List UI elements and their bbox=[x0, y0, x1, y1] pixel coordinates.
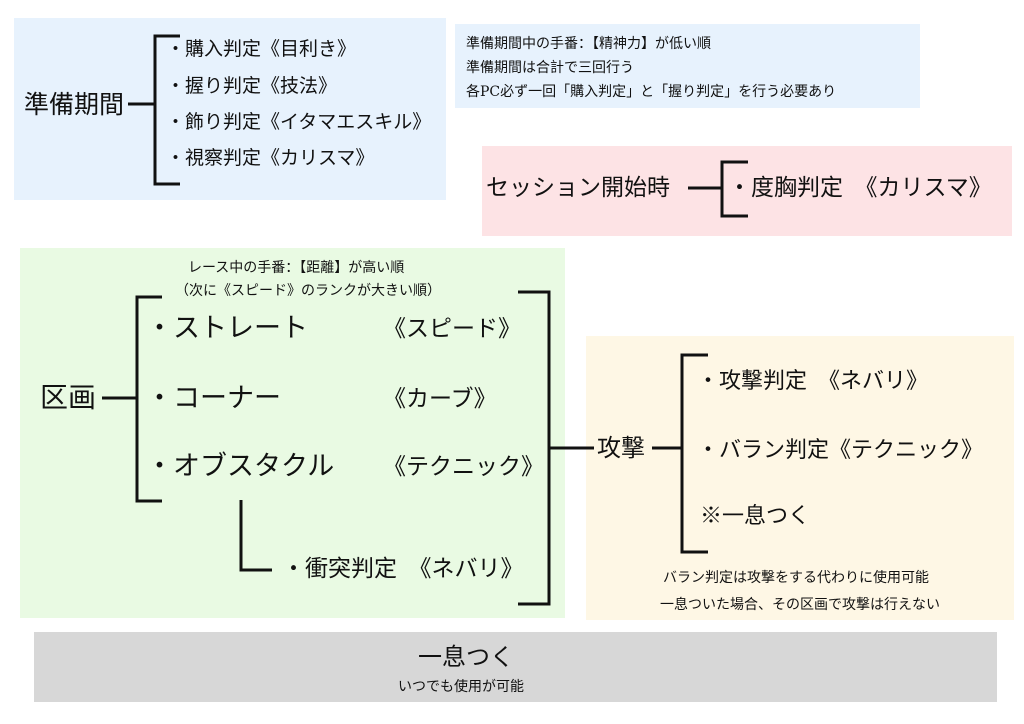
race-title: 区画 bbox=[40, 381, 97, 414]
rest-title: 一息つく bbox=[418, 643, 514, 671]
session-item-courage: ・度胸判定 《カリスマ》 bbox=[728, 175, 992, 201]
prep-note-panel bbox=[455, 24, 920, 108]
prep-item-grip: ・握り判定《技法》 bbox=[166, 75, 338, 97]
prep-note-line-2: 準備期間は合計で三回行う bbox=[466, 60, 634, 76]
race-item-corner: ・コーナー bbox=[146, 383, 281, 414]
attack-item-rest: ※一息つく bbox=[700, 504, 811, 529]
prep-panel bbox=[14, 18, 446, 200]
attack-note-1: バラン判定は攻撃をする代わりに使用可能 bbox=[663, 570, 929, 586]
rest-subtitle: いつでも使用が可能 bbox=[398, 679, 524, 695]
attack-note-2: 一息ついた場合、その区画で攻撃は行えない bbox=[660, 597, 940, 613]
prep-note-line-3: 各PC必ず一回「購入判定」と「握り判定」を行う必要あり bbox=[466, 84, 837, 100]
race-turn-note: レース中の手番：【距離】が高い順 bbox=[188, 260, 405, 276]
prep-item-purchase: ・購入判定《目利き》 bbox=[166, 38, 357, 60]
prep-note-line-1: 準備期間中の手番：【精神力】が低い順 bbox=[466, 36, 711, 52]
attack-panel bbox=[586, 336, 1014, 620]
race-item-obstacle: ・オブスタクル bbox=[146, 451, 335, 482]
race-item-straight: ・ストレート bbox=[146, 313, 308, 344]
attack-title: 攻撃 bbox=[597, 434, 645, 462]
race-panel bbox=[20, 248, 565, 618]
race-skill-obstacle: 《テクニック》 bbox=[383, 454, 544, 480]
race-turn-note-sub: （次に《スピード》のランクが大きい順） bbox=[175, 283, 441, 299]
session-title: セッション開始時 bbox=[486, 175, 670, 201]
attack-item-attack: ・攻撃判定 《ネバリ》 bbox=[697, 369, 929, 394]
rest-panel bbox=[34, 632, 997, 702]
prep-title: 準備期間 bbox=[24, 90, 125, 119]
race-item-collision: ・衝突判定 《ネバリ》 bbox=[282, 556, 524, 582]
prep-item-inspection: ・視察判定《カリスマ》 bbox=[166, 147, 375, 169]
attack-item-balan: ・バラン判定《テクニック》 bbox=[697, 438, 984, 463]
prep-item-decoration: ・飾り判定《イタマエスキル》 bbox=[166, 111, 432, 133]
race-skill-straight: 《スピード》 bbox=[383, 316, 521, 342]
race-skill-corner: 《カーブ》 bbox=[383, 386, 497, 412]
